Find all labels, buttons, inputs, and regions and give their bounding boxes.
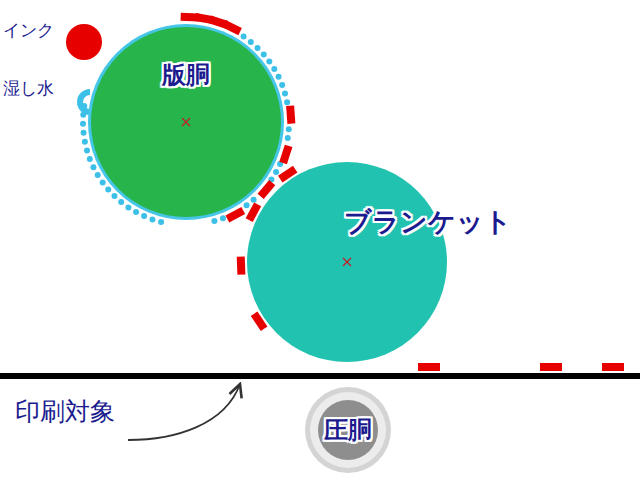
cylinder-outline (247, 162, 447, 362)
cylinder-label: 版胴 (162, 62, 210, 88)
ink-image (278, 166, 297, 183)
water-dot (282, 91, 288, 97)
water-dot (279, 82, 285, 88)
water-dot (251, 197, 257, 203)
centre-mark (343, 258, 351, 266)
water-dot (211, 218, 217, 224)
plate-body (91, 27, 281, 217)
water-dot (273, 169, 279, 175)
water-dot (95, 172, 101, 178)
ink-image (279, 145, 292, 165)
water-dot (81, 103, 87, 109)
printed-ink (418, 363, 440, 371)
part-label: インク (3, 21, 54, 40)
blanket-cylinder: ブランケット (247, 162, 447, 362)
water-dot (111, 193, 117, 199)
water-dot (149, 216, 155, 222)
water-dot (141, 213, 147, 219)
impression-outer (305, 387, 391, 473)
water-roller (80, 92, 90, 112)
ink-roller (66, 24, 102, 60)
cylinder-label: ブランケット (344, 207, 512, 237)
water-dot (285, 135, 291, 141)
centre-mark (182, 118, 190, 126)
impression-ring (310, 392, 386, 468)
water-film (88, 24, 284, 220)
water-dot (261, 51, 267, 57)
water-dot (276, 74, 282, 80)
water-dot (87, 156, 93, 162)
water-dot (286, 126, 292, 132)
ink-image (237, 257, 246, 275)
water-dot (84, 147, 90, 153)
ink-image (225, 207, 245, 223)
impression-cylinder: 圧胴 (305, 387, 391, 473)
printed-ink (540, 363, 562, 371)
water-dot (82, 139, 88, 145)
water-dot (80, 121, 86, 127)
water-dot (80, 112, 86, 118)
blanket-body (247, 162, 447, 362)
ink-image (222, 20, 242, 35)
ink-image (286, 105, 295, 124)
water-dot (271, 66, 277, 72)
water-dot (118, 199, 124, 205)
impression-core (318, 400, 378, 460)
water-dot (244, 202, 250, 208)
ink-image (251, 312, 268, 331)
water-dot (158, 219, 164, 225)
water-dot (105, 187, 111, 193)
water-dot (125, 204, 131, 210)
water-dot (220, 215, 226, 221)
leader-arrow (128, 384, 240, 440)
water-dot (81, 130, 87, 136)
cylinder-outline (91, 27, 281, 217)
water-dot (133, 209, 139, 215)
printed-ink (602, 363, 624, 371)
ink-image (246, 202, 262, 222)
water-dot (284, 99, 290, 105)
water-dot (248, 39, 254, 45)
cylinder-label: 圧胴 (324, 417, 372, 443)
part-label: 湿し水 (3, 79, 54, 98)
water-dot (266, 58, 272, 64)
water-dot (90, 164, 96, 170)
water-dot (241, 34, 247, 40)
water-dot (255, 45, 261, 51)
substrate-line (0, 373, 640, 379)
water-dot (100, 180, 106, 186)
plate-cylinder: 版胴 (91, 27, 281, 217)
part-label: 印刷対象 (15, 398, 115, 426)
